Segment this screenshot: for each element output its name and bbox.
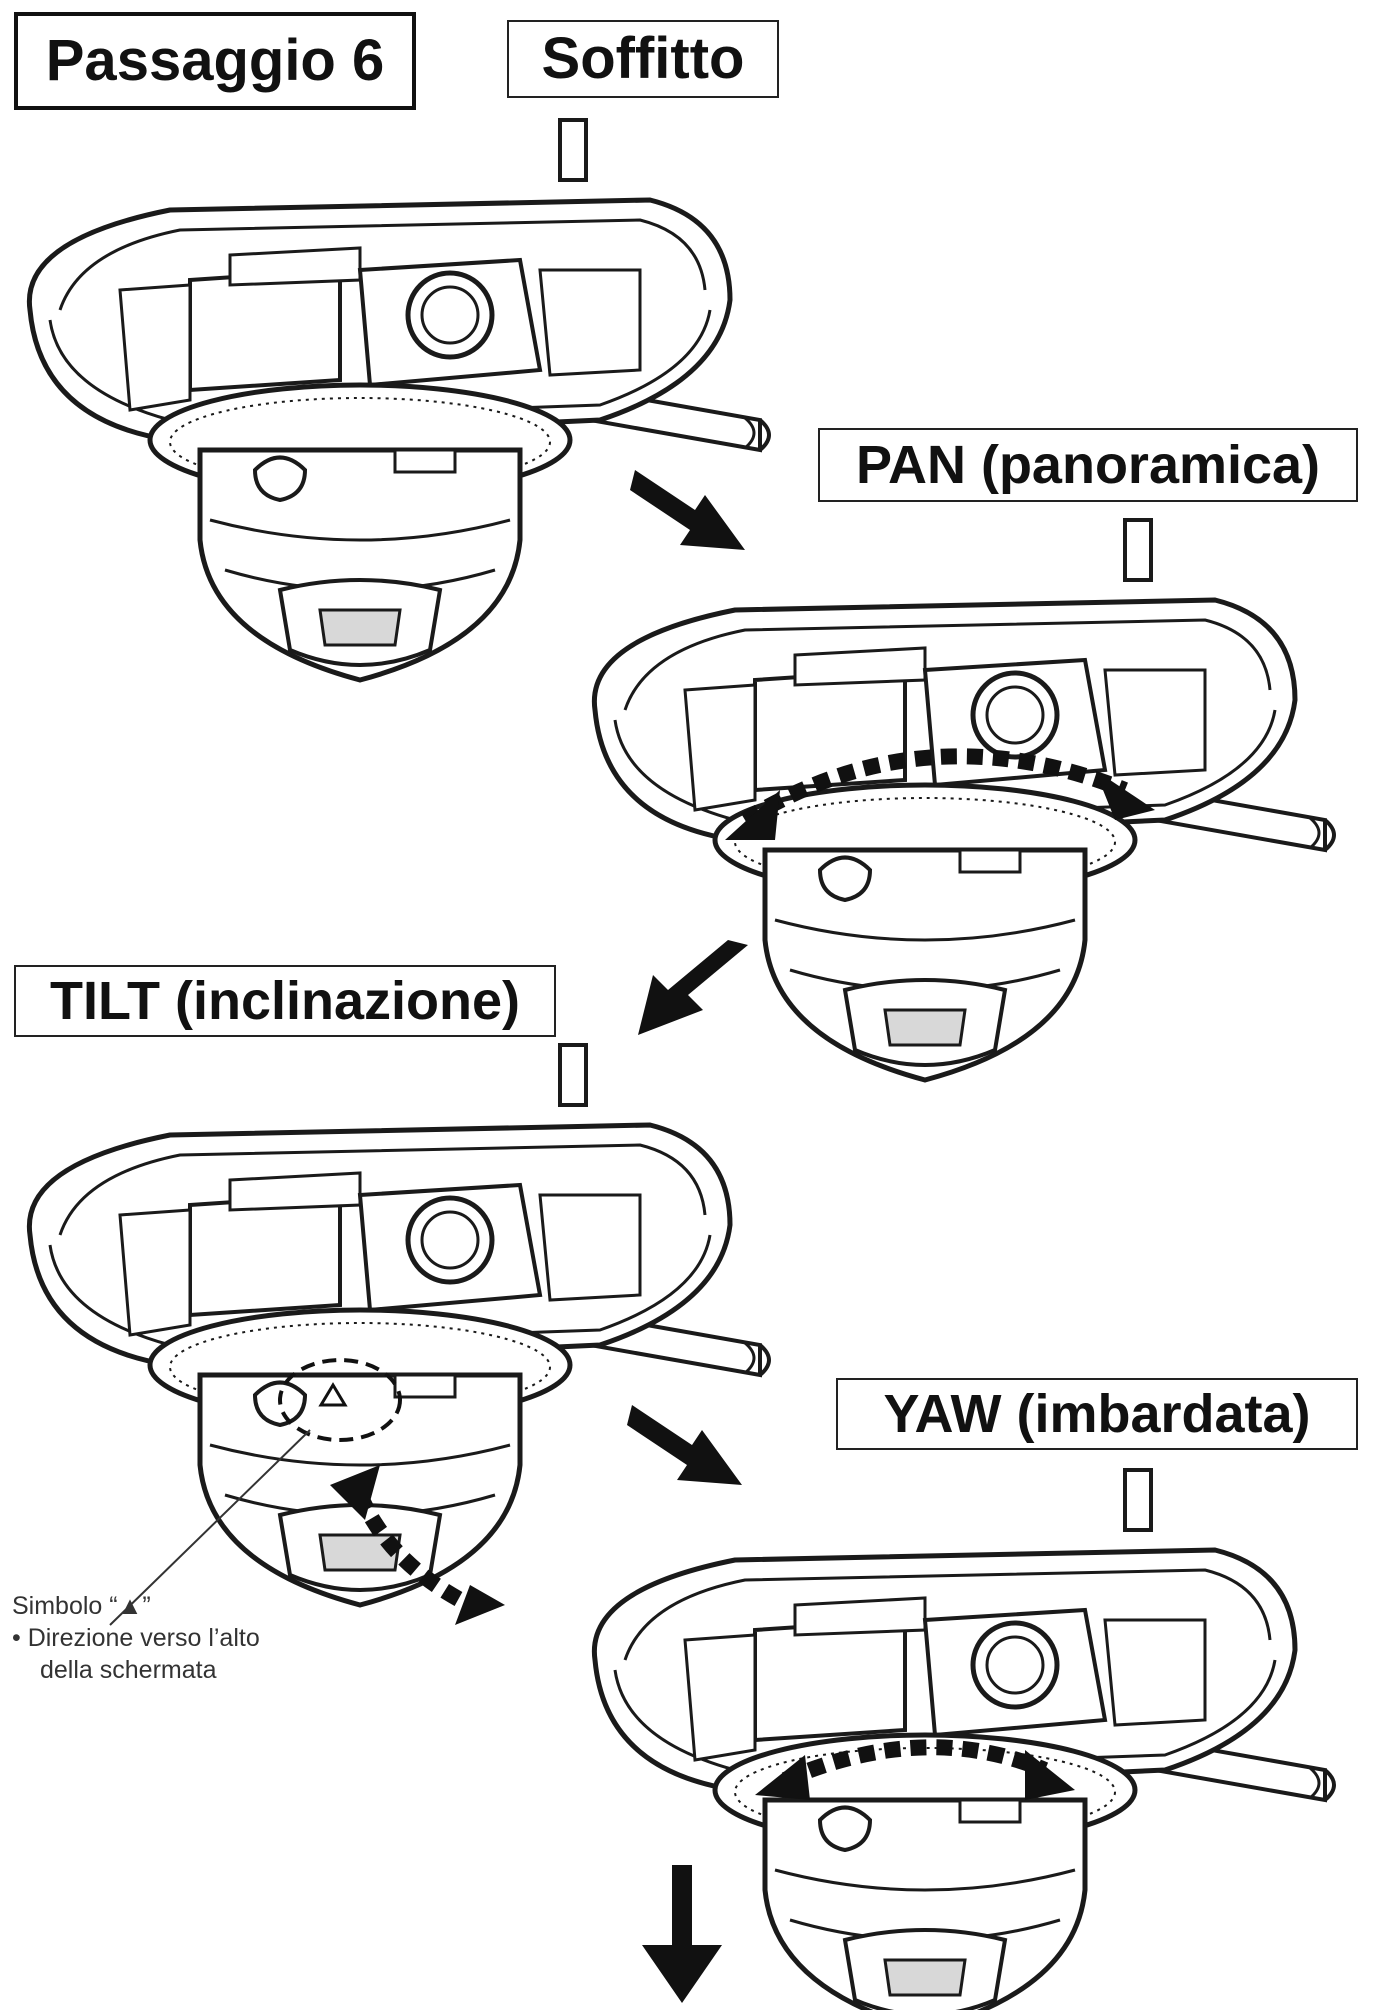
arrow-down-icon — [642, 1865, 722, 2003]
pan-label: PAN (panoramica) — [818, 428, 1358, 502]
arrow-down-right-icon — [627, 1405, 742, 1485]
arrow-down-right-icon — [630, 470, 745, 550]
yaw-label: YAW (imbardata) — [836, 1378, 1358, 1450]
step-label: Passaggio 6 — [14, 12, 416, 110]
tilt-arrow — [352, 1491, 474, 1613]
symbol-note: Simbolo “▲” • Direzione verso l’alto del… — [12, 1590, 260, 1686]
ceiling-label: Soffitto — [507, 20, 779, 98]
tilt-label: TILT (inclinazione) — [14, 965, 556, 1037]
arrow-down-left-icon — [638, 940, 748, 1035]
symbol-note-bullet-cont: della schermata — [40, 1656, 217, 1684]
camera-yaw-view — [565, 1470, 1345, 2010]
pan-rotation-arrow — [740, 748, 1128, 827]
symbol-note-title: Simbolo “▲” — [12, 1592, 151, 1620]
symbol-highlight-circle — [278, 1358, 402, 1442]
symbol-note-bullet: • Direzione verso l’alto — [12, 1624, 260, 1652]
yaw-rotation-arrow — [781, 1739, 1049, 1788]
camera-pan-view — [565, 520, 1345, 1090]
camera-tilt-view — [0, 1045, 780, 1626]
